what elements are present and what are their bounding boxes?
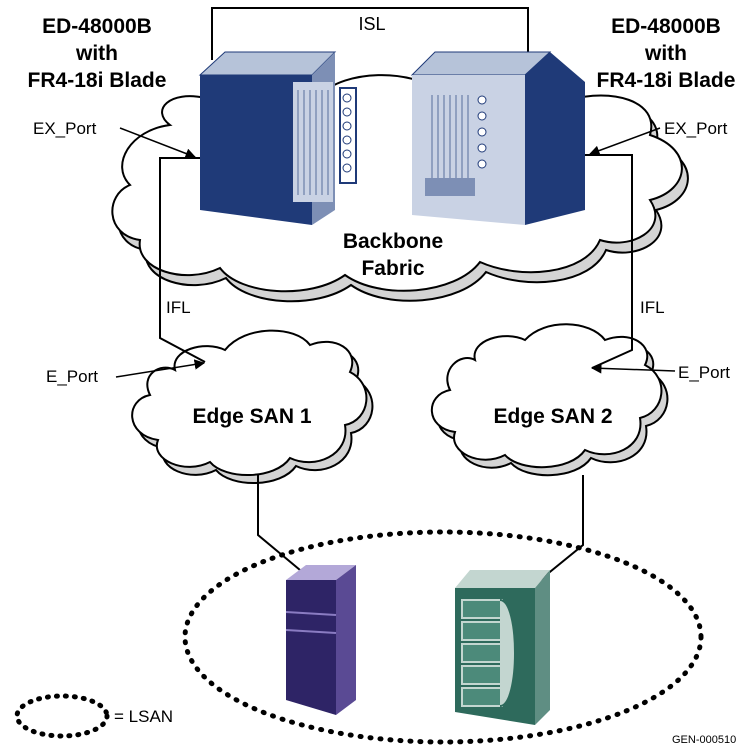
ifl-right-label: IFL [640, 298, 665, 317]
right-switch-label-line2: with [644, 42, 687, 65]
ifl-link-left [159, 157, 206, 363]
ex-port-right-label: EX_Port [664, 119, 728, 138]
ifl-left-label: IFL [166, 298, 191, 317]
legend-label: = LSAN [114, 707, 173, 726]
server-device [285, 565, 356, 715]
backbone-label-line1: Backbone [343, 230, 443, 253]
e-port-right-arrow [590, 363, 676, 374]
edge-san-1-cloud [131, 329, 374, 485]
ex-port-left-arrow [119, 127, 196, 159]
edge-san-2-label: Edge SAN 2 [493, 405, 612, 428]
edge2-to-storage-link [539, 475, 584, 581]
figure-id: GEN-000510 [672, 734, 736, 746]
edge-san-1-label: Edge SAN 1 [192, 405, 311, 428]
isl-label: ISL [358, 14, 385, 34]
ex-port-left-label: EX_Port [33, 119, 97, 138]
isl-link [211, 7, 529, 60]
left-switch-label-line2: with [75, 42, 118, 65]
right-switch-label-line1: ED-48000B [611, 15, 721, 38]
legend-lsan-symbol [14, 693, 110, 739]
e-port-left-label: E_Port [46, 367, 98, 386]
left-switch-label-line3: FR4-18i Blade [28, 69, 167, 92]
left-director-switch [198, 51, 357, 225]
ex-port-right-arrow [589, 127, 661, 156]
backbone-label-line2: Fabric [361, 257, 424, 280]
storage-device [455, 570, 550, 725]
edge1-to-server-link [257, 475, 301, 571]
e-port-left-arrow [115, 359, 206, 378]
right-switch-label-line3: FR4-18i Blade [597, 69, 736, 92]
e-port-right-label: E_Port [678, 363, 730, 382]
lsan-boundary [182, 529, 704, 745]
right-director-switch [410, 51, 585, 225]
ifl-link-right [583, 154, 633, 369]
left-switch-label-line1: ED-48000B [42, 15, 152, 38]
